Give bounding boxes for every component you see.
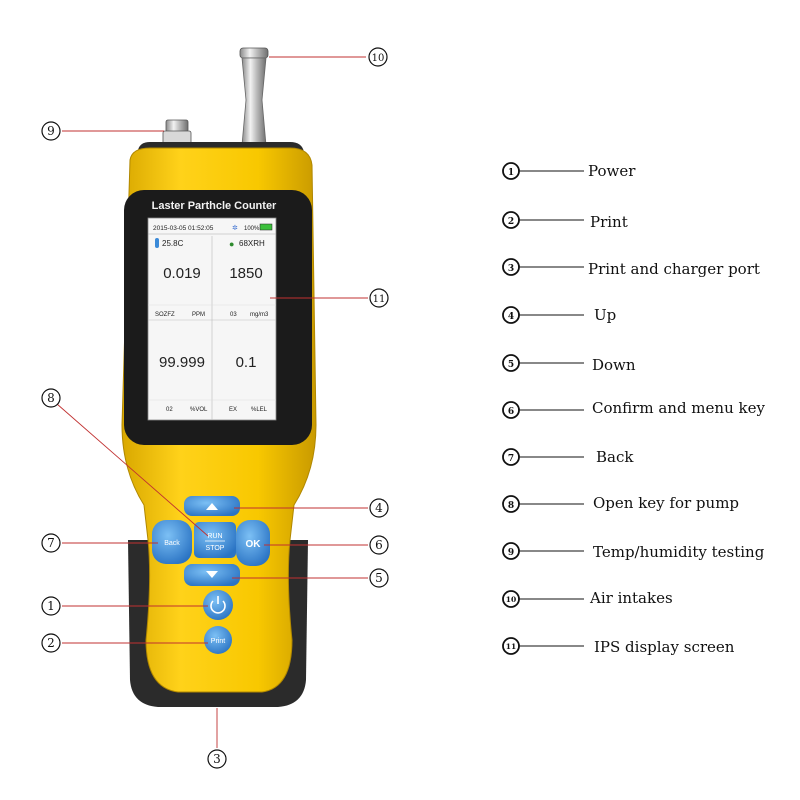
gas-detector-device: Laster Parthcle Counter 2015-03-05 01:52… (121, 47, 317, 707)
arrow-up-icon (206, 503, 218, 510)
legend-row-5: 5 Down (502, 354, 636, 374)
callout-marker-2: 2 (41, 633, 61, 653)
lcd-cell-2-value: 1850 (229, 265, 262, 282)
callout-marker-10: 10 (368, 47, 388, 67)
legend-label-pump-key: Open key for pump (593, 494, 739, 512)
svg-text:3: 3 (508, 264, 514, 274)
svg-text:5: 5 (375, 571, 383, 585)
print-button-label: Print (211, 638, 225, 645)
svg-text:1: 1 (47, 599, 55, 613)
lcd-cell-4-unit: %LEL (251, 407, 268, 413)
pump-fan-icon: ✲ (232, 224, 238, 232)
callout-marker-8: 8 (41, 388, 61, 408)
legend-row-10: 10 Air intakes (502, 589, 673, 608)
legend-row-7: 7 Back (502, 448, 634, 466)
lcd-cell-3-unit: %VOL (190, 407, 208, 413)
lcd-cell-4-label: EX (229, 407, 237, 413)
svg-text:6: 6 (375, 538, 383, 552)
legend-label-print: Print (590, 213, 628, 231)
callout-marker-9: 9 (41, 121, 61, 141)
device-title: Laster Parthcle Counter (152, 200, 277, 212)
svg-text:7: 7 (47, 536, 55, 550)
back-button-label: Back (164, 540, 180, 547)
callout-marker-1: 1 (41, 596, 61, 616)
stop-label: STOP (206, 545, 225, 552)
legend-row-2: 2 Print (502, 211, 628, 231)
svg-text:3: 3 (213, 752, 221, 766)
lcd-cell-1-value: 0.019 (163, 265, 201, 282)
legend: 1 Power 2 Print 3 Print and charger port… (502, 162, 765, 656)
device-callout-numbers: 10 9 11 8 4 7 6 5 (41, 47, 389, 769)
legend-label-print-charger-port: Print and charger port (588, 260, 760, 278)
ok-button[interactable]: OK (236, 520, 270, 566)
lcd-cell-1-unit: PPM (192, 312, 205, 318)
down-button[interactable] (184, 564, 240, 586)
leader-8 (56, 403, 209, 537)
lcd-datetime: 2015-03-05 01:52:05 (153, 225, 214, 232)
lcd-cell-4-value: 0.1 (236, 354, 257, 371)
callout-marker-6: 6 (369, 535, 389, 555)
callout-leaders (56, 56, 368, 748)
legend-label-back: Back (596, 448, 634, 466)
lcd-battery: 100% (244, 226, 260, 232)
callout-marker-7: 7 (41, 533, 61, 553)
legend-label-temp-humidity: Temp/humidity testing (593, 543, 765, 561)
svg-text:2: 2 (47, 636, 55, 650)
lcd-temperature: 25.8C (162, 239, 184, 248)
legend-label-ips-display: IPS display screen (594, 638, 735, 656)
legend-label-power: Power (588, 162, 636, 180)
legend-row-11: 11 IPS display screen (502, 637, 735, 656)
up-button[interactable] (184, 496, 240, 516)
callout-marker-5: 5 (369, 568, 389, 588)
svg-text:4: 4 (375, 501, 383, 515)
run-label: RUN (207, 533, 222, 540)
callout-marker-3: 3 (207, 749, 227, 769)
legend-row-1: 1 Power (502, 162, 636, 180)
arrow-down-icon (206, 571, 218, 578)
svg-text:8: 8 (47, 391, 55, 405)
svg-text:10: 10 (506, 595, 516, 604)
ips-display-screen: 2015-03-05 01:52:05 100% ✲ 25.8C ● 68XRH… (147, 217, 277, 421)
svg-text:1: 1 (508, 168, 514, 178)
power-button[interactable] (203, 590, 233, 620)
svg-text:7: 7 (508, 454, 514, 464)
svg-text:2: 2 (508, 217, 514, 227)
legend-label-down: Down (592, 356, 636, 374)
back-button[interactable]: Back (152, 520, 192, 564)
lcd-cell-3-value: 99.999 (159, 354, 205, 371)
svg-text:11: 11 (506, 642, 516, 651)
lcd-cell-1-label: SOZFZ (155, 312, 175, 318)
legend-label-up: Up (594, 306, 616, 324)
lcd-cell-3-label: 02 (166, 407, 173, 413)
lcd-cell-2-label: 03 (230, 312, 237, 318)
lcd-humidity: 68XRH (239, 239, 265, 248)
svg-text:9: 9 (508, 548, 514, 558)
legend-label-confirm-menu: Confirm and menu key (592, 399, 765, 417)
svg-text:5: 5 (508, 360, 514, 370)
air-intake-probe (239, 47, 269, 146)
run-stop-button[interactable]: RUN STOP (194, 522, 236, 558)
legend-row-9: 9 Temp/humidity testing (502, 542, 765, 561)
callout-marker-11: 11 (369, 288, 389, 308)
svg-text:11: 11 (373, 294, 386, 305)
legend-row-4: 4 Up (502, 306, 616, 324)
power-icon (210, 596, 226, 614)
battery-icon (259, 223, 273, 231)
svg-text:8: 8 (508, 501, 514, 511)
svg-text:10: 10 (372, 53, 385, 64)
legend-row-6: 6 Confirm and menu key (502, 399, 765, 419)
print-button[interactable]: Print (204, 626, 232, 654)
svg-text:4: 4 (508, 312, 514, 322)
lcd-cell-2-unit: mg/m3 (250, 312, 269, 318)
svg-text:6: 6 (508, 407, 514, 417)
thermometer-icon (155, 238, 159, 248)
legend-label-air-intakes: Air intakes (589, 589, 673, 607)
droplet-icon: ● (229, 239, 234, 249)
legend-row-3: 3 Print and charger port (502, 258, 760, 278)
ok-button-label: OK (246, 539, 262, 550)
svg-text:9: 9 (47, 124, 55, 138)
callout-marker-4: 4 (369, 498, 389, 518)
legend-row-8: 8 Open key for pump (502, 494, 739, 513)
